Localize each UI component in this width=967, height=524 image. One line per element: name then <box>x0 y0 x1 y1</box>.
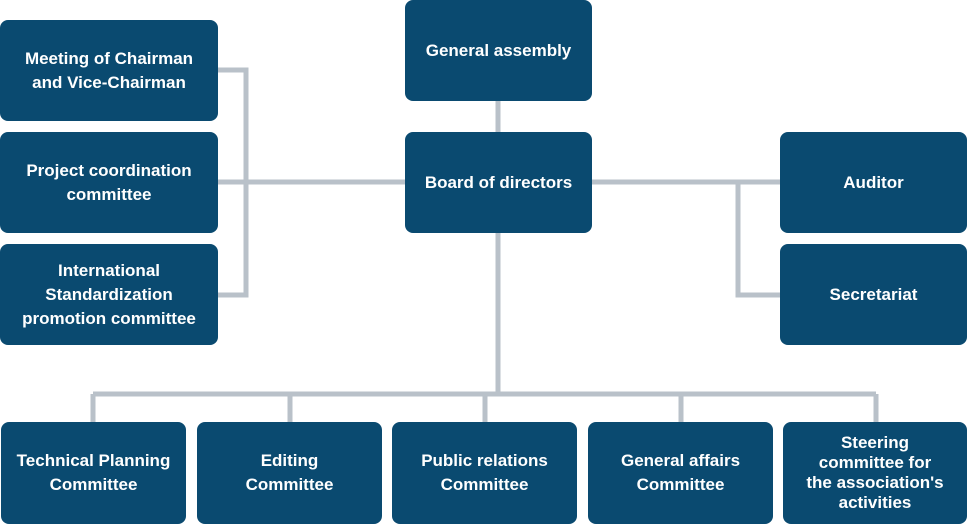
board-of-directors-box: Board of directors <box>405 132 592 233</box>
line-right-bracket <box>735 182 780 298</box>
international-standardization-label: International Standardization promotion … <box>22 260 196 328</box>
technical-planning-label: Technical Planning Committee <box>16 451 171 494</box>
board-of-directors-label: Board of directors <box>424 172 573 192</box>
line-left-bracket <box>218 67 249 298</box>
public-relations-label: Public relations Committee <box>421 451 548 494</box>
editing-box: Editing Committee <box>197 422 382 524</box>
secretariat-label: Secretariat <box>829 284 918 304</box>
general-affairs-label: General affairs Committee <box>620 451 741 494</box>
steering-committee-box: Steering committee for the association's… <box>783 422 967 524</box>
auditor-box: Auditor <box>780 132 967 233</box>
meeting-chairman-box: Meeting of Chairman and Vice-Chairman <box>0 20 218 121</box>
public-relations-box: Public relations Committee <box>392 422 577 524</box>
general-assembly-label: General assembly <box>425 40 572 60</box>
project-coordination-box: Project coordination committee <box>0 132 218 233</box>
technical-planning-box: Technical Planning Committee <box>1 422 186 524</box>
project-coordination-label: Project coordination committee <box>26 160 192 204</box>
steering-committee-label: Steering committee for the association's… <box>806 433 944 512</box>
meeting-chairman-label: Meeting of Chairman and Vice-Chairman <box>24 48 194 92</box>
auditor-label: Auditor <box>843 172 904 192</box>
general-affairs-box: General affairs Committee <box>588 422 773 524</box>
editing-label: Editing Committee <box>245 451 334 494</box>
international-standardization-box: International Standardization promotion … <box>0 244 218 345</box>
general-assembly-box: General assembly <box>405 0 592 101</box>
secretariat-box: Secretariat <box>780 244 967 345</box>
